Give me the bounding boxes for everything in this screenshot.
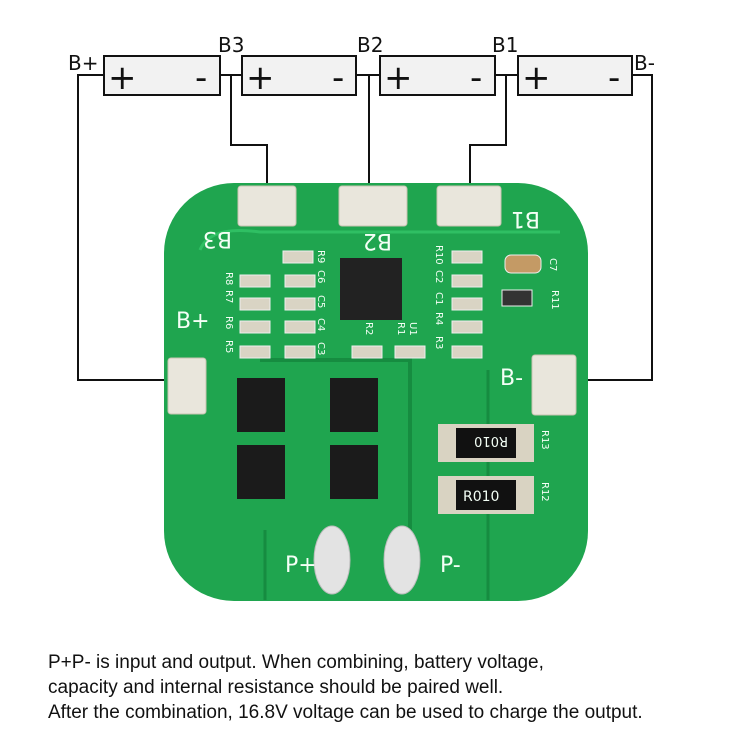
silk-component-labels: R9 C6 R8 R7 R6 R5 C5 C4 C3 R2 R1 U1 R10 …	[223, 245, 444, 355]
silk-r3: R3	[433, 336, 444, 349]
silk-u1: U1	[407, 322, 418, 336]
battery-cells: + - + - + - + -	[103, 55, 633, 98]
wire-b-minus	[580, 74, 653, 381]
label-b1: B1	[492, 33, 518, 57]
silk-c4: C4	[315, 318, 326, 331]
shunt-resistor-2: R010	[438, 476, 534, 514]
silk-b-minus: B-	[500, 366, 523, 391]
battery-cell-3: + -	[379, 55, 496, 98]
silk-b3: B3	[203, 226, 232, 251]
wire-b1-down	[469, 75, 507, 192]
silk-r2: R2	[363, 322, 374, 335]
wire-b-plus	[77, 74, 175, 381]
caption-line: After the combination, 16.8V voltage can…	[48, 702, 643, 723]
pad-b2	[338, 185, 408, 227]
pad-b3	[237, 185, 297, 227]
silk-r9: R9	[315, 250, 326, 263]
silk-c5: C5	[315, 295, 326, 308]
caption-line: capacity and internal resistance should …	[48, 677, 504, 698]
silk-c1: C1	[433, 292, 444, 305]
pcb-board: B3 B2 B1 B+ B- P+ P- R	[164, 183, 588, 601]
bms-ic	[340, 258, 402, 320]
shunt-marking: R010	[474, 433, 508, 448]
silk-r6: R6	[223, 316, 234, 329]
cell-plus-sign: +	[246, 58, 275, 98]
pad-p-minus	[383, 525, 421, 595]
pad-b-plus	[167, 357, 207, 415]
cell-plus-sign: +	[522, 58, 551, 98]
label-b3: B3	[218, 33, 244, 57]
shunt-resistor-1: R010	[438, 424, 534, 462]
silk-p-plus: P+	[285, 553, 317, 578]
cell-minus-sign: -	[470, 58, 482, 98]
cell-plus-sign: +	[108, 58, 137, 98]
silk-r1: R1	[395, 322, 406, 335]
silk-r13: R13	[539, 430, 550, 450]
caption: P+P- is input and output. When combining…	[48, 650, 643, 725]
wires	[77, 74, 653, 381]
silk-r5: R5	[223, 340, 234, 353]
pad-b-minus	[531, 354, 577, 416]
pad-p-plus	[313, 525, 351, 595]
cell-plus-sign: +	[384, 58, 413, 98]
silk-r7: R7	[223, 290, 234, 303]
pad-b1	[436, 185, 502, 227]
battery-cell-4: + -	[517, 55, 633, 98]
smd-components	[239, 250, 542, 359]
label-b-plus: B+	[68, 51, 98, 75]
silk-b1: B1	[511, 206, 540, 231]
cell-minus-sign: -	[195, 58, 207, 98]
silk-r8: R8	[223, 272, 234, 285]
cell-minus-sign: -	[608, 58, 620, 98]
silk-b2: B2	[363, 228, 392, 253]
silk-b-plus: B+	[176, 309, 210, 334]
cell-minus-sign: -	[332, 58, 344, 98]
silk-c7: C7	[547, 258, 558, 271]
silk-c2: C2	[433, 270, 444, 283]
bms-wiring-diagram: + - + - + - + - B+ B3 B2 B1 B-	[68, 33, 655, 601]
silk-p-minus: P-	[440, 553, 461, 578]
label-b-minus: B-	[634, 51, 655, 75]
silk-r12: R12	[539, 482, 550, 502]
silk-r10: R10	[433, 245, 444, 265]
wire-b3-down	[230, 75, 268, 192]
mosfets	[237, 378, 378, 499]
battery-cell-2: + -	[241, 55, 357, 98]
silk-c3: C3	[315, 342, 326, 355]
shunt-marking: R010	[463, 489, 499, 505]
silk-r11: R11	[549, 290, 560, 310]
label-b2: B2	[357, 33, 383, 57]
caption-line: P+P- is input and output. When combining…	[48, 652, 544, 673]
battery-cell-1: + -	[103, 55, 221, 98]
silk-r4: R4	[433, 312, 444, 325]
silk-c6: C6	[315, 270, 326, 283]
